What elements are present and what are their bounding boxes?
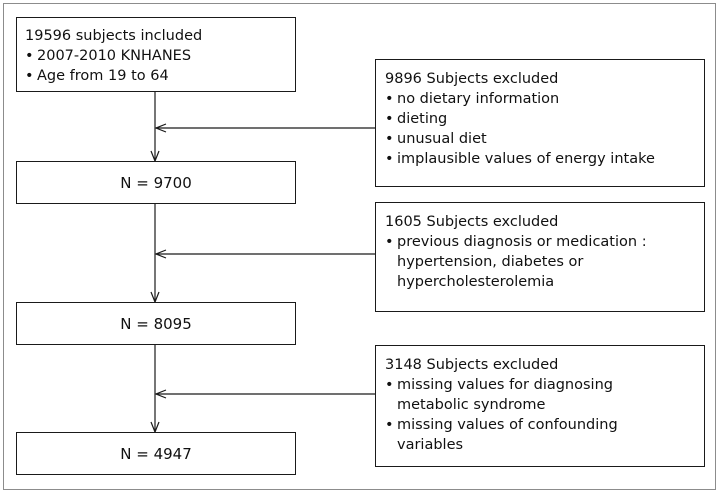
included-criterion: 2007-2010 KNHANES (25, 46, 295, 66)
exclusion-reason: missing values for diagnosing metabolic … (385, 375, 704, 415)
exclusion-title: 9896 Subjects excluded (385, 71, 559, 87)
exclusion-reason-continuation: variables (397, 437, 464, 453)
exclusion-reason: no dietary information (385, 89, 704, 109)
exclusion-title: 3148 Subjects excluded (385, 357, 559, 373)
exclusion-reason: unusual diet (385, 129, 704, 149)
exclusion-reason-continuation: hypertension, diabetes or (397, 254, 584, 270)
count-label: N = 8095 (120, 314, 192, 333)
exclusion-reason: missing values of confounding variables (385, 415, 704, 455)
count-box-1: N = 9700 (16, 161, 296, 204)
exclusion-box-3: 3148 Subjects excluded missing values fo… (375, 345, 705, 467)
exclusion-reason: dieting (385, 109, 704, 129)
exclusion-reason-list: previous diagnosis or medication : hyper… (385, 232, 704, 292)
exclusion-reason-text: no dietary information (397, 91, 560, 107)
exclusion-reason-continuation: hypercholesterolemia (397, 274, 555, 290)
count-box-3: N = 4947 (16, 432, 296, 475)
exclusion-title: 1605 Subjects excluded (385, 214, 559, 230)
exclusion-reason-text: unusual diet (397, 131, 487, 147)
exclusion-reason-text: missing values of confounding (397, 417, 618, 433)
exclusion-reason: implausible values of energy intake (385, 149, 704, 169)
included-criteria-list: 2007-2010 KNHANES Age from 19 to 64 (25, 46, 295, 86)
count-label: N = 4947 (120, 444, 192, 463)
count-box-2: N = 8095 (16, 302, 296, 345)
exclusion-reason-list: no dietary information dieting unusual d… (385, 89, 704, 169)
exclusion-reason-text: previous diagnosis or medication : (397, 234, 647, 250)
exclusion-box-2: 1605 Subjects excluded previous diagnosi… (375, 202, 705, 312)
included-criterion: Age from 19 to 64 (25, 66, 295, 86)
exclusion-reason-list: missing values for diagnosing metabolic … (385, 375, 704, 455)
exclusion-reason-text: missing values for diagnosing (397, 377, 613, 393)
included-subjects-title: 19596 subjects included (25, 28, 203, 44)
exclusion-box-1: 9896 Subjects excluded no dietary inform… (375, 59, 705, 187)
exclusion-reason: previous diagnosis or medication : hyper… (385, 232, 704, 292)
exclusion-reason-text: dieting (397, 111, 448, 127)
count-label: N = 9700 (120, 173, 192, 192)
included-subjects-box: 19596 subjects included 2007-2010 KNHANE… (16, 17, 296, 92)
diagram-frame (3, 3, 716, 490)
exclusion-reason-text: implausible values of energy intake (397, 151, 655, 167)
exclusion-reason-continuation: metabolic syndrome (397, 397, 546, 413)
